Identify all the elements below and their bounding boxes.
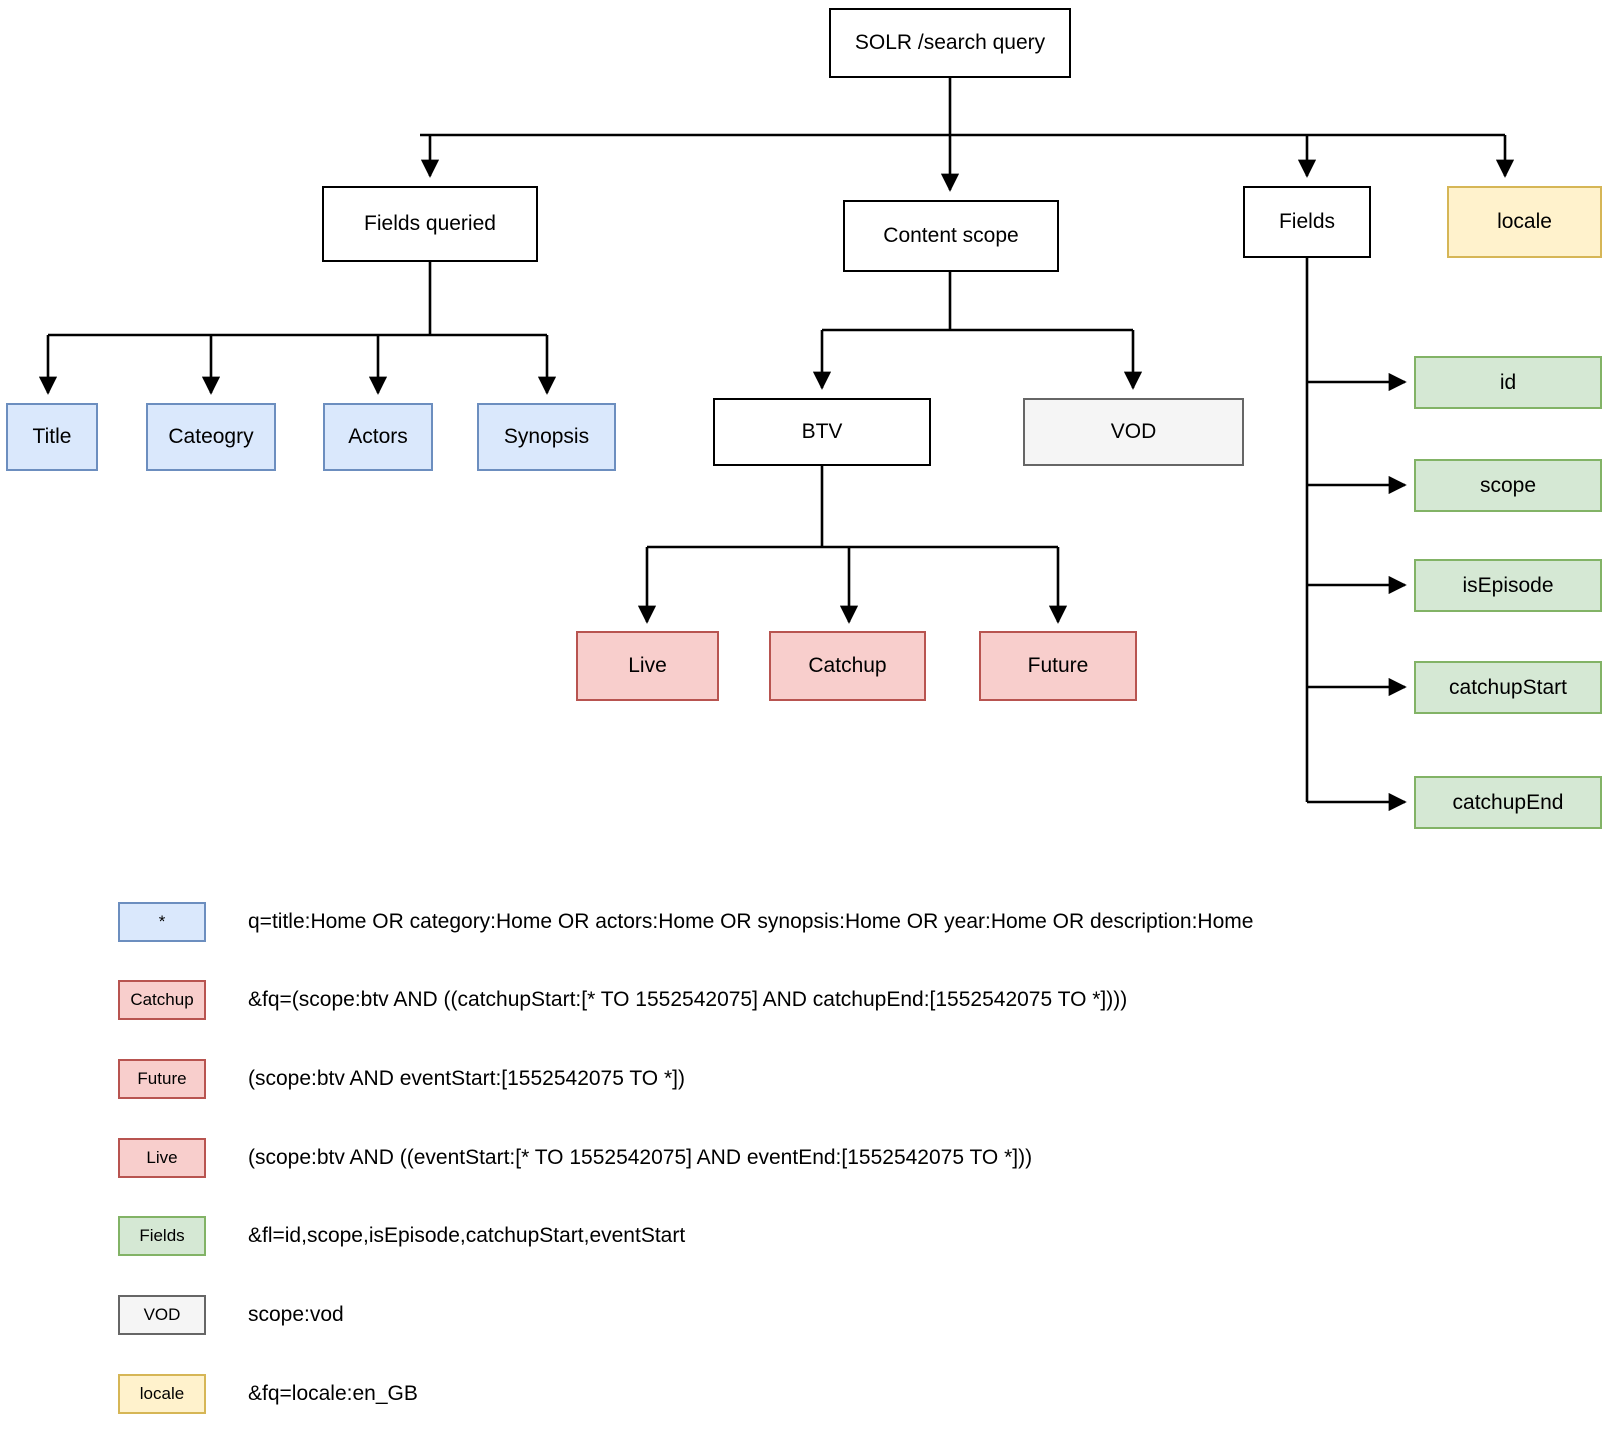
legend-text: q=title:Home OR category:Home OR actors:… [248, 910, 1254, 933]
legend-text: (scope:btv AND eventStart:[1552542075 TO… [248, 1067, 685, 1090]
node-title[interactable]: Title [6, 403, 98, 471]
node-content-scope[interactable]: Content scope [843, 200, 1059, 272]
node-fields[interactable]: Fields [1243, 186, 1371, 258]
legend-swatch-live: Live [118, 1138, 206, 1178]
node-vod[interactable]: VOD [1023, 398, 1244, 466]
node-field-catchupend[interactable]: catchupEnd [1414, 776, 1602, 829]
node-live[interactable]: Live [576, 631, 719, 701]
legend-row: * q=title:Home OR category:Home OR actor… [118, 900, 1253, 944]
node-root[interactable]: SOLR /search query [829, 8, 1071, 78]
node-btv[interactable]: BTV [713, 398, 931, 466]
node-field-isepisode[interactable]: isEpisode [1414, 559, 1602, 612]
node-synopsis[interactable]: Synopsis [477, 403, 616, 471]
node-actors[interactable]: Actors [323, 403, 433, 471]
legend-swatch-locale: locale [118, 1374, 206, 1414]
legend-row: Future (scope:btv AND eventStart:[155254… [118, 1057, 685, 1101]
node-fields-queried[interactable]: Fields queried [322, 186, 538, 262]
diagram-edges [38, 78, 1515, 812]
node-field-scope[interactable]: scope [1414, 459, 1602, 512]
legend-row: VOD scope:vod [118, 1293, 344, 1337]
legend-text: &fq=(scope:btv AND ((catchupStart:[* TO … [248, 988, 1128, 1011]
node-locale[interactable]: locale [1447, 186, 1602, 258]
legend-swatch-catchup: Catchup [118, 980, 206, 1020]
legend-text: &fl=id,scope,isEpisode,catchupStart,even… [248, 1224, 686, 1247]
node-field-catchupstart[interactable]: catchupStart [1414, 661, 1602, 714]
legend-swatch-future: Future [118, 1059, 206, 1099]
legend-row: locale &fq=locale:en_GB [118, 1372, 418, 1416]
node-category[interactable]: Cateogry [146, 403, 276, 471]
legend-row: Live (scope:btv AND ((eventStart:[* TO 1… [118, 1136, 1032, 1180]
legend-swatch-fields: Fields [118, 1216, 206, 1256]
node-field-id[interactable]: id [1414, 356, 1602, 409]
legend-text: &fq=locale:en_GB [248, 1382, 418, 1405]
legend-swatch-any: * [118, 902, 206, 942]
legend: * q=title:Home OR category:Home OR actor… [0, 870, 1602, 1436]
node-catchup[interactable]: Catchup [769, 631, 926, 701]
legend-text: scope:vod [248, 1303, 344, 1326]
legend-row: Catchup &fq=(scope:btv AND ((catchupStar… [118, 978, 1127, 1022]
legend-swatch-vod: VOD [118, 1295, 206, 1335]
legend-text: (scope:btv AND ((eventStart:[* TO 155254… [248, 1146, 1033, 1169]
legend-row: Fields &fl=id,scope,isEpisode,catchupSta… [118, 1214, 685, 1258]
node-future[interactable]: Future [979, 631, 1137, 701]
